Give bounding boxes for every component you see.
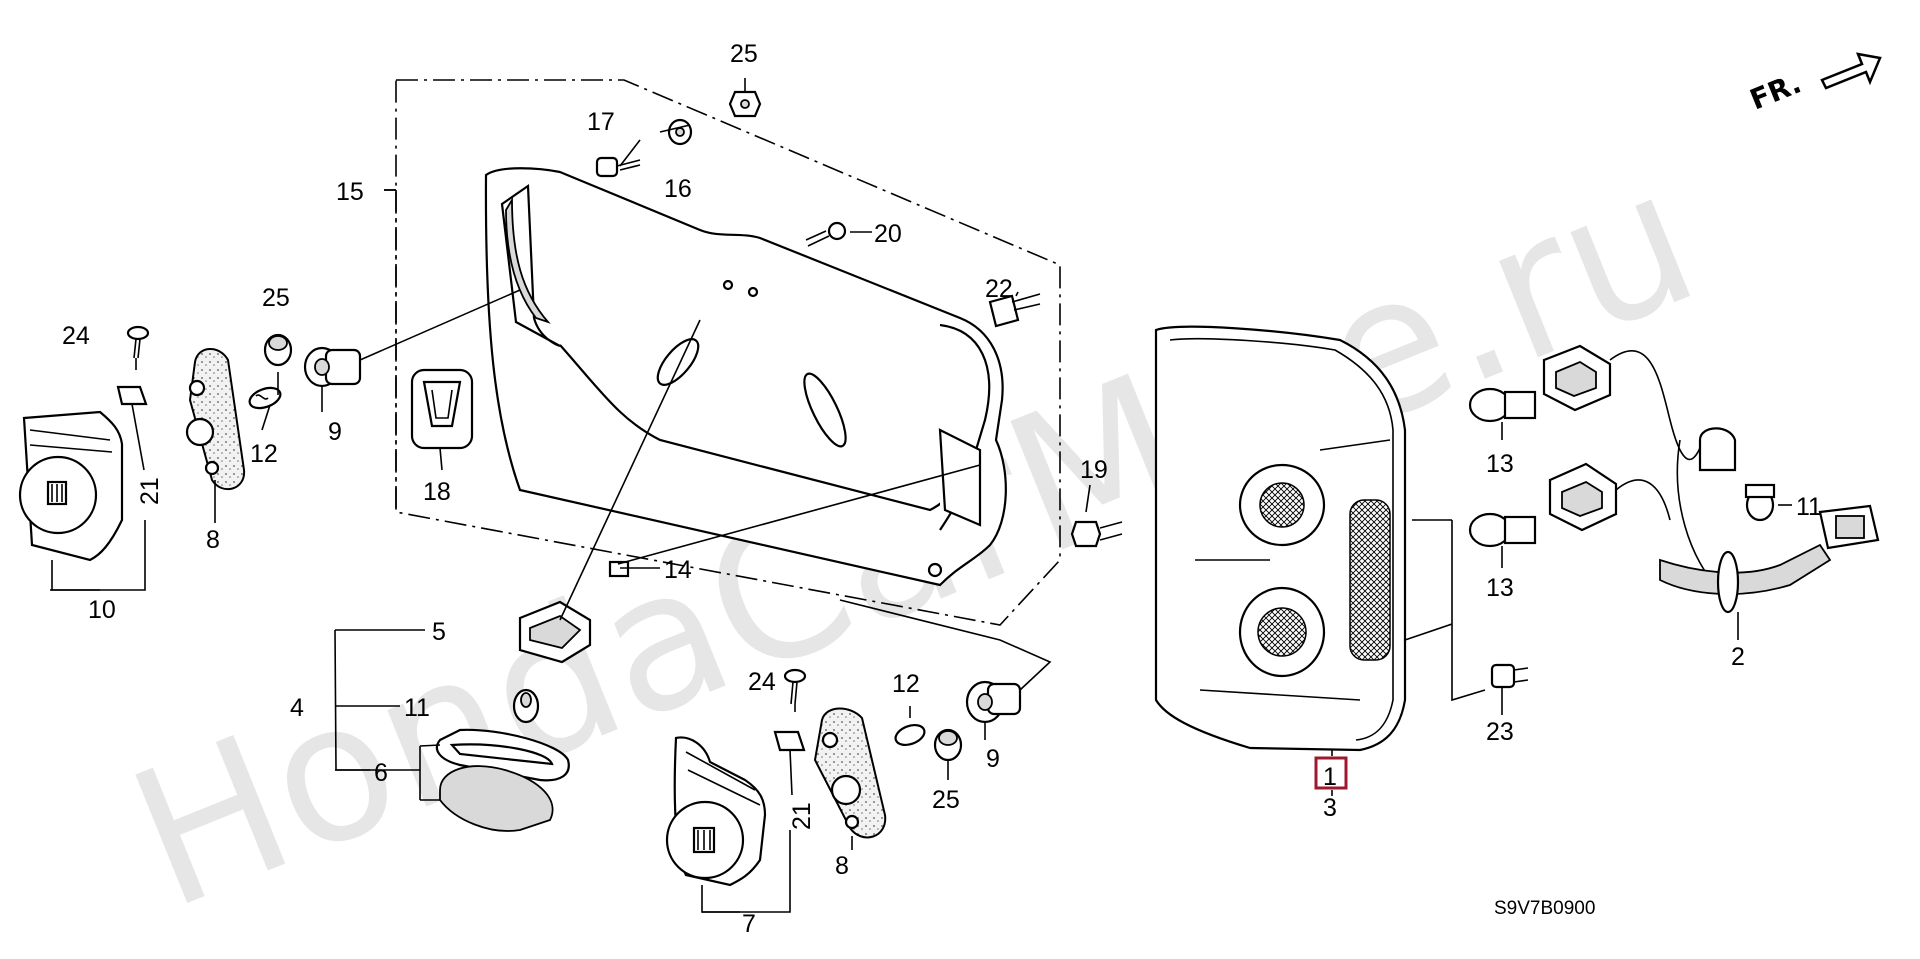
part-7-license-lamp-right bbox=[665, 736, 767, 887]
part-21-clip-left bbox=[116, 385, 148, 406]
part-1-highlight-box bbox=[1314, 756, 1348, 790]
part-24-screw-left bbox=[126, 325, 150, 359]
part-8-gasket-right bbox=[813, 707, 887, 839]
callout-21-right: 21 bbox=[788, 802, 816, 830]
callout-24-right: 24 bbox=[748, 668, 776, 696]
part-10-license-lamp-left bbox=[18, 410, 124, 562]
part-25-nut-lower bbox=[933, 728, 963, 762]
callout-12-right: 12 bbox=[892, 670, 920, 698]
part-19-bolt bbox=[1070, 520, 1123, 548]
callout-9-right: 9 bbox=[986, 745, 1000, 773]
part-14-clip-nut bbox=[608, 560, 630, 578]
callout-16: 16 bbox=[664, 175, 692, 203]
callout-20: 20 bbox=[874, 220, 902, 248]
part-13-bulb-upper bbox=[1468, 387, 1537, 423]
callout-17: 17 bbox=[587, 108, 615, 136]
callout-3: 3 bbox=[1323, 794, 1337, 822]
callout-12-left: 12 bbox=[250, 440, 278, 468]
callout-11-right: 11 bbox=[1796, 493, 1822, 521]
part-18-emblem bbox=[410, 368, 474, 450]
callout-7: 7 bbox=[742, 910, 756, 938]
callout-11-left: 11 bbox=[404, 694, 430, 722]
callout-labels: 1 2 3 4 5 6 7 8 8 9 9 10 11 11 12 12 13 … bbox=[62, 40, 1822, 938]
callout-13-upper: 13 bbox=[1486, 450, 1514, 478]
part-12-bulb-right bbox=[894, 724, 926, 746]
part-9-socket-right bbox=[965, 680, 1022, 724]
part-3-taillight-assembly bbox=[1154, 325, 1407, 790]
callout-21-left: 21 bbox=[136, 477, 164, 505]
part-8-gasket-left bbox=[185, 348, 246, 491]
part-25-nut-left bbox=[263, 333, 293, 367]
callout-25-top: 25 bbox=[730, 40, 758, 68]
part-9-socket-left bbox=[303, 346, 362, 388]
part-16-washer bbox=[667, 118, 693, 146]
part-21-clip-right bbox=[773, 730, 806, 752]
callout-10: 10 bbox=[88, 596, 116, 624]
part-24-screw-right bbox=[783, 668, 807, 705]
callout-2: 2 bbox=[1731, 643, 1745, 671]
part-20-screw bbox=[805, 221, 847, 247]
diagram-code: S9V7B0900 bbox=[1494, 898, 1595, 919]
part-2-wire-harness bbox=[1542, 344, 1880, 614]
part-25-nut-top bbox=[728, 90, 762, 118]
callout-23: 23 bbox=[1486, 718, 1514, 746]
callout-8-right: 8 bbox=[835, 852, 849, 880]
callout-18: 18 bbox=[423, 478, 451, 506]
callout-6: 6 bbox=[374, 759, 388, 787]
callout-25-left: 25 bbox=[262, 284, 290, 312]
front-direction-indicator: FR. bbox=[1745, 52, 1882, 116]
part-13-bulb-lower bbox=[1468, 512, 1537, 548]
callout-24-left: 24 bbox=[62, 322, 90, 350]
callout-13-lower: 13 bbox=[1486, 574, 1514, 602]
callout-4: 4 bbox=[290, 694, 304, 722]
callout-25-lower: 25 bbox=[932, 786, 960, 814]
callout-9-left: 9 bbox=[328, 418, 342, 446]
callout-1: 1 bbox=[1323, 763, 1337, 791]
part-11-bulb-right bbox=[1744, 483, 1776, 522]
leader-lines bbox=[50, 78, 1792, 913]
callout-19: 19 bbox=[1080, 456, 1108, 484]
rear-license-garnish bbox=[484, 167, 1007, 587]
part-12-bulb-left bbox=[248, 386, 282, 410]
callout-15: 15 bbox=[336, 178, 364, 206]
part-17-bolt bbox=[595, 156, 641, 178]
callout-14: 14 bbox=[664, 556, 692, 584]
part-5-lamp-housing bbox=[518, 600, 592, 664]
front-arrow-icon bbox=[1820, 52, 1882, 90]
callout-5: 5 bbox=[432, 618, 446, 646]
callout-8-left: 8 bbox=[206, 526, 220, 554]
callout-22: 22 bbox=[985, 275, 1013, 303]
part-11-bulb-left bbox=[512, 688, 540, 724]
front-label: FR. bbox=[1745, 66, 1805, 116]
part-22-clip bbox=[988, 293, 1041, 328]
part-6-lens bbox=[435, 728, 570, 832]
part-23-nut bbox=[1490, 663, 1529, 689]
